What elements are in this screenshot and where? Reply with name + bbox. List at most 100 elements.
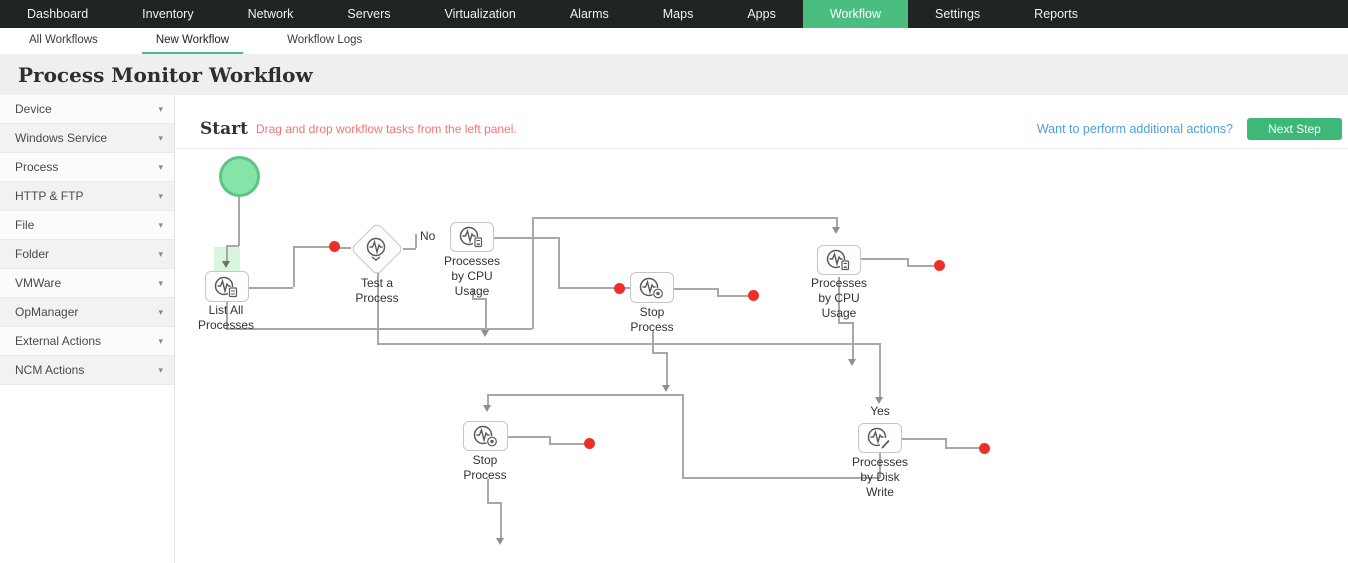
node-list-all-processes[interactable] xyxy=(205,271,249,302)
drag-drop-hint: Drag and drop workflow tasks from the le… xyxy=(255,122,517,136)
canvas-header: Start Drag and drop workflow tasks from … xyxy=(175,110,1348,149)
additional-actions-link[interactable]: Want to perform additional actions? xyxy=(1036,122,1233,136)
connector-line xyxy=(907,265,934,267)
node-processes-by-disk-write[interactable] xyxy=(858,423,902,453)
top-navigation: Dashboard Inventory Network Servers Virt… xyxy=(0,0,1348,28)
connector-line xyxy=(293,246,295,287)
nav-item-servers[interactable]: Servers xyxy=(347,7,391,21)
arrowhead xyxy=(496,538,504,545)
connector-line xyxy=(226,245,239,247)
connector-line xyxy=(226,328,532,330)
arrowhead xyxy=(848,359,856,366)
endpoint-dot[interactable] xyxy=(748,290,759,301)
sidebar-item-vmware[interactable]: VMWare▾ xyxy=(0,269,174,298)
nav-item-settings[interactable]: Settings xyxy=(935,7,981,21)
nav-item-inventory[interactable]: Inventory xyxy=(142,7,194,21)
tab-workflow-logs[interactable]: Workflow Logs xyxy=(287,34,363,46)
connector-line xyxy=(485,298,487,329)
chevron-down-icon: ▾ xyxy=(158,220,163,230)
endpoint-dot[interactable] xyxy=(329,241,340,252)
edge-label-no: No xyxy=(420,229,436,243)
node-stop-process-middle[interactable] xyxy=(630,272,674,303)
sidebar-item-file[interactable]: File▾ xyxy=(0,211,174,240)
tab-all-workflows[interactable]: All Workflows xyxy=(29,34,98,46)
sidebar-item-http-ftp[interactable]: HTTP & FTP▾ xyxy=(0,182,174,211)
arrowhead xyxy=(481,330,489,337)
connector-line xyxy=(494,237,558,239)
arrowhead xyxy=(875,397,883,404)
connector-line xyxy=(472,298,486,300)
sidebar-item-opmanager[interactable]: OpManager▾ xyxy=(0,298,174,327)
nav-item-workflow[interactable]: Workflow xyxy=(802,0,908,28)
sidebar-item-folder[interactable]: Folder▾ xyxy=(0,240,174,269)
connector-line xyxy=(532,217,534,329)
connector-line xyxy=(377,343,880,345)
node-label: List All Processes xyxy=(197,303,255,332)
connector-line xyxy=(487,394,489,405)
nav-item-reports[interactable]: Reports xyxy=(1034,7,1078,21)
sidebar-item-ncm-actions[interactable]: NCM Actions▾ xyxy=(0,356,174,385)
endpoint-dot[interactable] xyxy=(934,260,945,271)
chevron-down-icon: ▾ xyxy=(158,133,163,143)
chevron-down-icon: ▾ xyxy=(158,249,163,259)
connector-line xyxy=(907,258,909,266)
connector-line xyxy=(717,288,719,296)
nav-item-network[interactable]: Network xyxy=(247,7,294,21)
node-label: Processes by CPU Usage xyxy=(443,254,501,298)
process-write-icon xyxy=(867,427,891,449)
chevron-down-icon: ▾ xyxy=(158,162,163,172)
sidebar-item-windows-service[interactable]: Windows Service▾ xyxy=(0,124,174,153)
connector-line xyxy=(861,258,907,260)
node-stop-process-bottom[interactable] xyxy=(463,421,508,451)
process-list-icon xyxy=(214,276,238,297)
process-cpu-icon xyxy=(459,226,483,248)
connector-line xyxy=(682,394,684,478)
nav-item-maps[interactable]: Maps xyxy=(662,7,694,21)
endpoint-dot[interactable] xyxy=(979,443,990,454)
connector-line xyxy=(226,298,228,329)
connector-line xyxy=(415,234,417,248)
connector-line xyxy=(500,502,502,538)
connector-line xyxy=(293,246,329,248)
connector-line xyxy=(558,237,560,288)
node-label: Processes by Disk Write xyxy=(851,455,909,499)
connector-line xyxy=(238,196,240,246)
connector-line xyxy=(403,248,416,250)
chevron-down-icon: ▾ xyxy=(158,278,163,288)
connector-line xyxy=(549,443,584,445)
node-processes-by-cpu-usage-top[interactable] xyxy=(450,222,494,252)
nav-item-dashboard[interactable]: Dashboard xyxy=(27,7,89,21)
nav-item-virtualization[interactable]: Virtualization xyxy=(444,7,516,21)
process-test-icon xyxy=(366,237,386,261)
nav-item-apps[interactable]: Apps xyxy=(747,7,776,21)
connector-line xyxy=(674,288,717,290)
node-processes-by-cpu-usage-right[interactable] xyxy=(817,245,861,275)
connector-line xyxy=(682,477,880,479)
arrowhead xyxy=(662,385,670,392)
chevron-down-icon: ▾ xyxy=(158,104,163,114)
node-label: Stop Process xyxy=(463,453,507,482)
start-node[interactable] xyxy=(219,156,260,197)
connector-line xyxy=(666,352,668,385)
next-step-button[interactable]: Next Step xyxy=(1247,118,1342,140)
endpoint-dot[interactable] xyxy=(584,438,595,449)
connector-line xyxy=(945,438,947,448)
tab-new-workflow[interactable]: New Workflow xyxy=(141,28,244,54)
sidebar-item-device[interactable]: Device▾ xyxy=(0,95,174,124)
arrowhead xyxy=(832,227,840,234)
sidebar-item-process[interactable]: Process▾ xyxy=(0,153,174,182)
connector-line xyxy=(508,436,549,438)
connector-line xyxy=(558,287,614,289)
nav-item-alarms[interactable]: Alarms xyxy=(569,7,609,21)
title-bar: Process Monitor Workflow xyxy=(0,55,1348,95)
node-label: Test a Process xyxy=(355,276,399,305)
endpoint-dot[interactable] xyxy=(614,283,625,294)
chevron-down-icon: ▾ xyxy=(158,307,163,317)
process-stop-icon xyxy=(639,277,664,299)
connector-line xyxy=(226,245,228,261)
sidebar-item-external-actions[interactable]: External Actions▾ xyxy=(0,327,174,356)
connector-line xyxy=(945,447,979,449)
connector-line xyxy=(377,272,379,343)
connector-line xyxy=(487,394,683,396)
